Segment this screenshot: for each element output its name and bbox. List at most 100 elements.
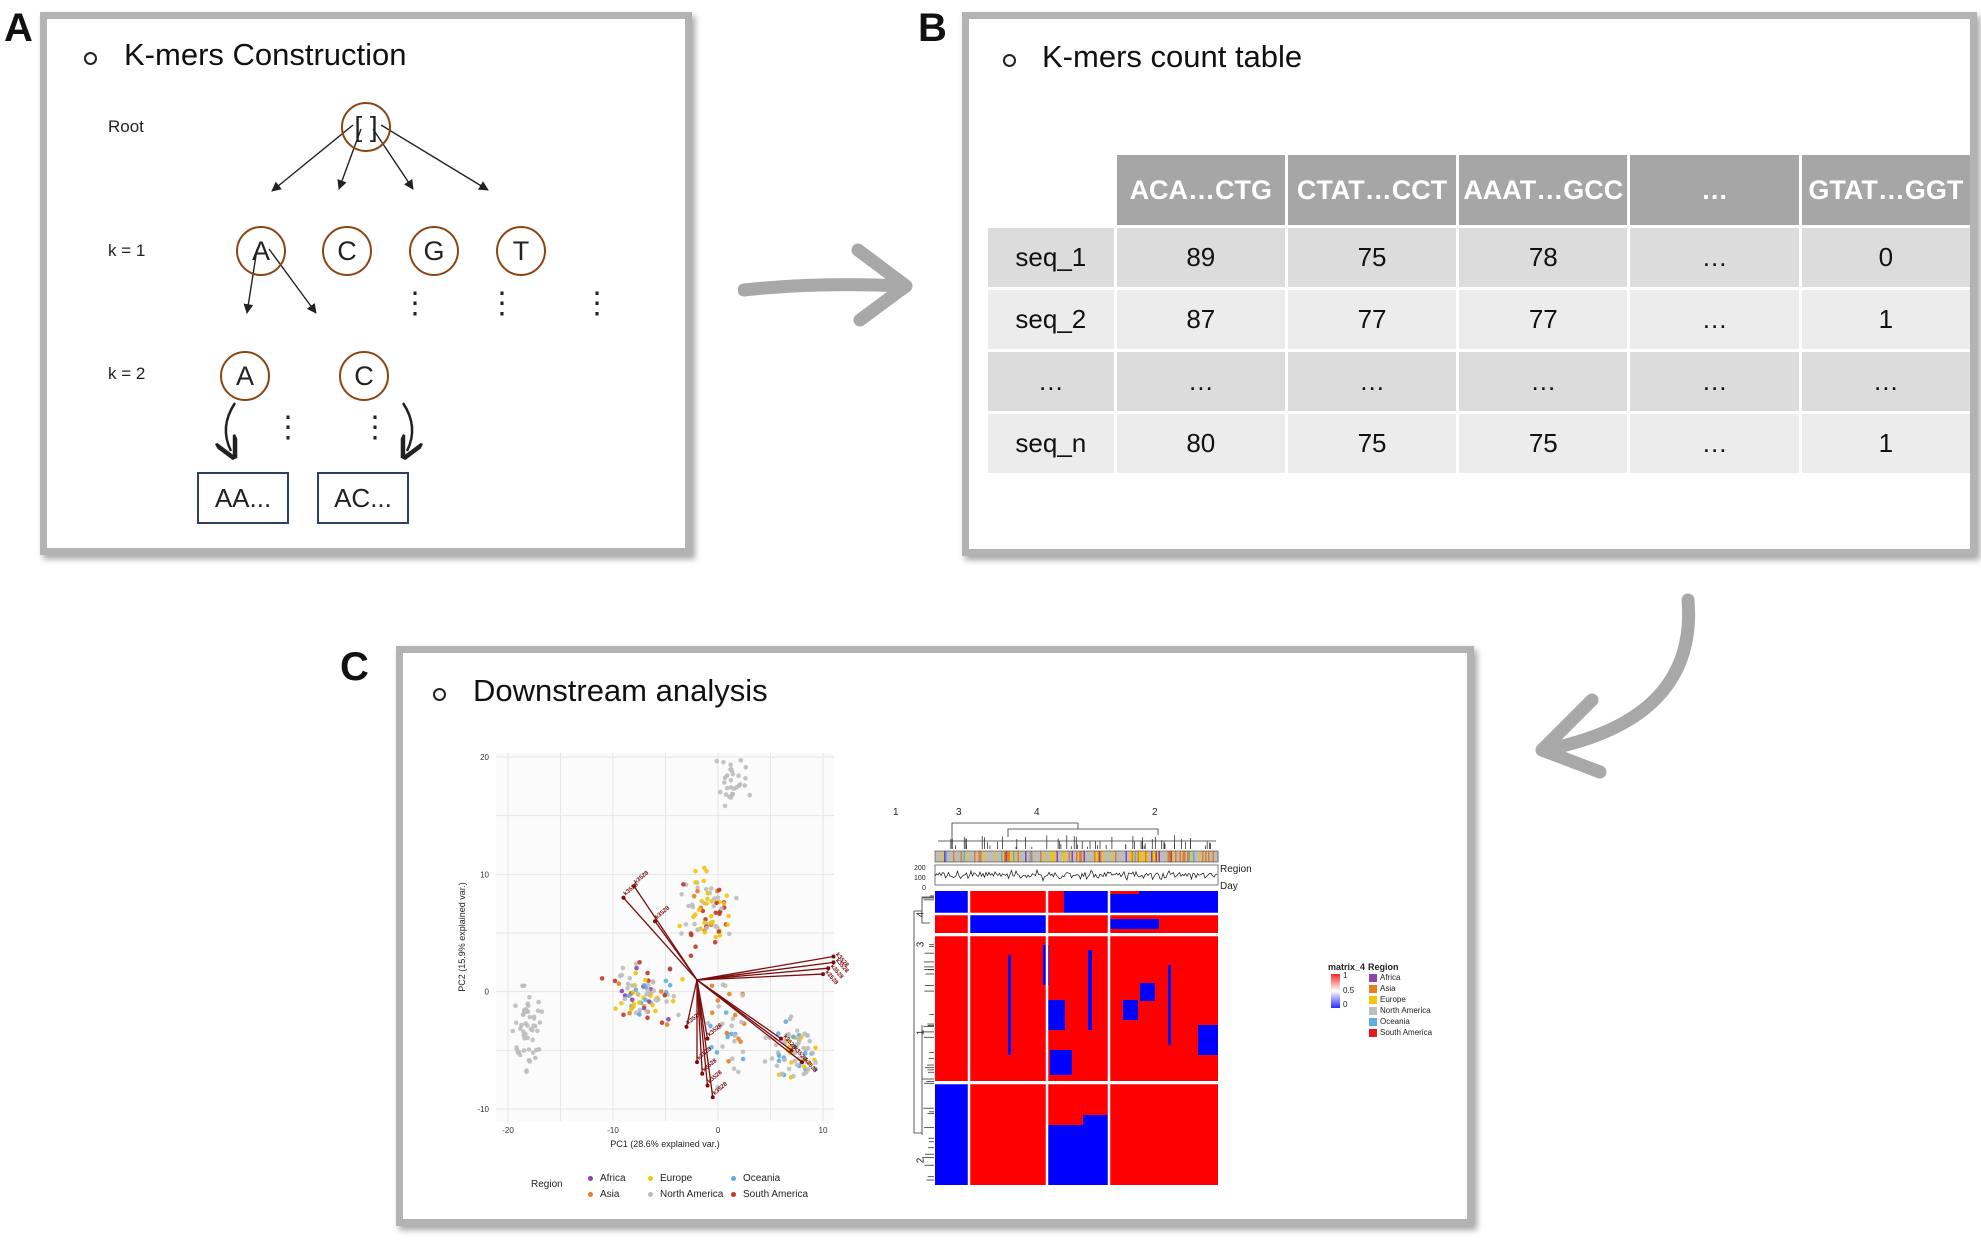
- pca-point: [658, 989, 664, 994]
- pca-point: [691, 893, 697, 899]
- region-bar-segment: [1004, 851, 1006, 862]
- region-bar-segment: [1152, 851, 1155, 862]
- region-bar-segment: [945, 851, 948, 862]
- pca-point: [634, 965, 639, 971]
- region-bar-segment: [1151, 851, 1153, 862]
- pca-point: [708, 1023, 713, 1029]
- pca-point: [646, 982, 651, 988]
- column-header: ACA…CTG: [1116, 155, 1285, 225]
- table-cell: 77: [1287, 290, 1457, 349]
- region-bar-segment: [1055, 851, 1057, 862]
- table-cell: 75: [1287, 414, 1457, 473]
- pca-point: [650, 980, 656, 985]
- region-bar-segment: [1154, 851, 1156, 862]
- pca-point: [513, 1003, 518, 1008]
- row-name: seq_2: [988, 290, 1114, 349]
- pca-x-axis-label: PC1 (28.6% explained var.): [610, 1139, 720, 1149]
- pca-point: [763, 1035, 768, 1041]
- pca-point: [728, 762, 733, 768]
- loading-vector-tip: [653, 919, 657, 924]
- heatmap-block: [1198, 1025, 1218, 1055]
- region-bar-segment: [1049, 851, 1051, 862]
- region-bar-segment: [1094, 851, 1096, 862]
- region-bar-segment: [935, 851, 937, 862]
- legend-swatch: [648, 1175, 653, 1181]
- pca-point: [688, 953, 694, 959]
- pca-point: [717, 911, 722, 917]
- day-track-line: [934, 868, 1218, 882]
- pca-point: [633, 961, 639, 967]
- day-tick: 200: [914, 865, 926, 872]
- region-bar-segment: [1119, 851, 1122, 862]
- row-cluster-label: 4: [915, 911, 927, 918]
- pca-point: [776, 1058, 782, 1063]
- leaf-label: AA...: [214, 482, 272, 513]
- table-cell: …: [1287, 352, 1457, 411]
- region-bar-segment: [981, 851, 984, 862]
- pca-point: [514, 1045, 519, 1050]
- pca-point: [726, 1059, 731, 1064]
- flow-arrow-b-to-c-icon: [1535, 593, 1696, 779]
- pca-point: [723, 1010, 729, 1015]
- pca-point: [704, 925, 709, 931]
- region-bar-segment: [1064, 851, 1066, 862]
- region-bar-segment: [1211, 851, 1213, 862]
- pca-point: [527, 1014, 533, 1020]
- heatmap-legend-item: Asia: [1369, 984, 1396, 993]
- col-cluster-label: 3: [956, 807, 962, 818]
- pca-point: [803, 1059, 809, 1064]
- heatmap-block: [969, 915, 1047, 933]
- pca-point: [709, 899, 714, 904]
- region-bar-segment: [963, 851, 966, 862]
- region-bar-segment: [1071, 851, 1074, 862]
- region-bar-segment: [1109, 851, 1111, 862]
- pca-point: [714, 1050, 720, 1055]
- tree-node-k1-g: G: [409, 226, 459, 276]
- region-bar-segment: [1116, 851, 1119, 862]
- heatmap-block: [935, 1084, 969, 1185]
- region-annotation-label: Region: [1220, 864, 1252, 875]
- region-bar-segment: [1013, 851, 1015, 862]
- panel-b-label: B: [918, 6, 947, 50]
- x-tick-label: -20: [502, 1126, 514, 1135]
- col-cluster-label: 2: [1152, 807, 1158, 818]
- region-bar-segment: [1010, 851, 1012, 862]
- region-bar-segment: [1157, 851, 1159, 862]
- node-label: T: [512, 235, 530, 266]
- region-bar-segment: [1041, 851, 1044, 862]
- pca-point: [692, 921, 697, 927]
- region-bar-segment: [1155, 851, 1158, 862]
- pca-point: [788, 1044, 793, 1049]
- region-bar-segment: [1202, 851, 1204, 862]
- tree-node-k1-t: T: [496, 226, 546, 276]
- pca-point: [670, 998, 676, 1004]
- loading-vector: [696, 979, 782, 1040]
- legend-label: North America: [1380, 1006, 1431, 1015]
- region-bar-segment: [1148, 851, 1150, 862]
- region-bar-segment: [1097, 851, 1099, 862]
- legend-swatch: [1369, 1006, 1377, 1015]
- pca-point: [677, 923, 682, 929]
- region-bar-segment: [1073, 851, 1075, 862]
- region-bar-segment: [1085, 851, 1087, 862]
- ellipsis-t: ⋮: [582, 287, 612, 320]
- level-label-k1: k = 1: [108, 241, 146, 260]
- heatmap-block: [1168, 965, 1171, 1045]
- pca-point: [664, 1022, 670, 1027]
- pca-point: [730, 1056, 735, 1061]
- region-bar-segment: [1008, 851, 1011, 862]
- pca-point: [645, 1015, 650, 1021]
- pca-point: [736, 1069, 741, 1075]
- pca-point: [695, 927, 700, 932]
- region-bar-segment: [1167, 851, 1170, 862]
- pca-legend-item: Europe: [648, 1173, 692, 1184]
- heatmap-block: [1008, 955, 1011, 1055]
- pca-point: [525, 1035, 530, 1041]
- region-bar-segment: [1149, 851, 1152, 862]
- region-bar-segment: [1197, 851, 1200, 862]
- pca-point: [637, 1012, 642, 1017]
- day-tick: 100: [914, 875, 926, 882]
- pca-point: [531, 1023, 536, 1028]
- leaf-box-aa: AA...: [197, 472, 289, 524]
- pca-point: [719, 906, 724, 911]
